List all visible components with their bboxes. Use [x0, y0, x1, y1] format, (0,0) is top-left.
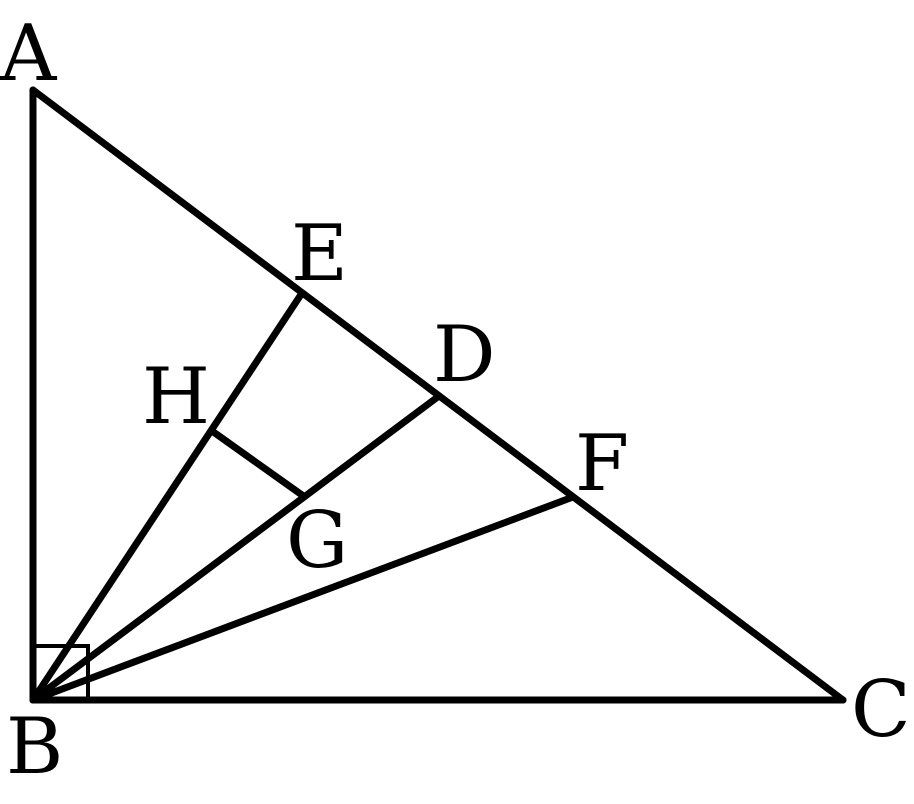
label-D: D	[433, 310, 496, 400]
label-G: G	[286, 496, 348, 586]
right-angle-marker	[31, 644, 90, 702]
label-E: E	[291, 209, 348, 299]
segment-BD	[29, 392, 443, 704]
label-A: A	[0, 9, 58, 99]
segment-BF	[29, 493, 577, 704]
label-C: C	[851, 665, 911, 755]
label-B: B	[6, 702, 63, 792]
label-F: F	[575, 419, 629, 509]
segment-BE	[29, 289, 306, 704]
label-H: H	[142, 352, 210, 442]
segment-HG	[208, 427, 306, 499]
